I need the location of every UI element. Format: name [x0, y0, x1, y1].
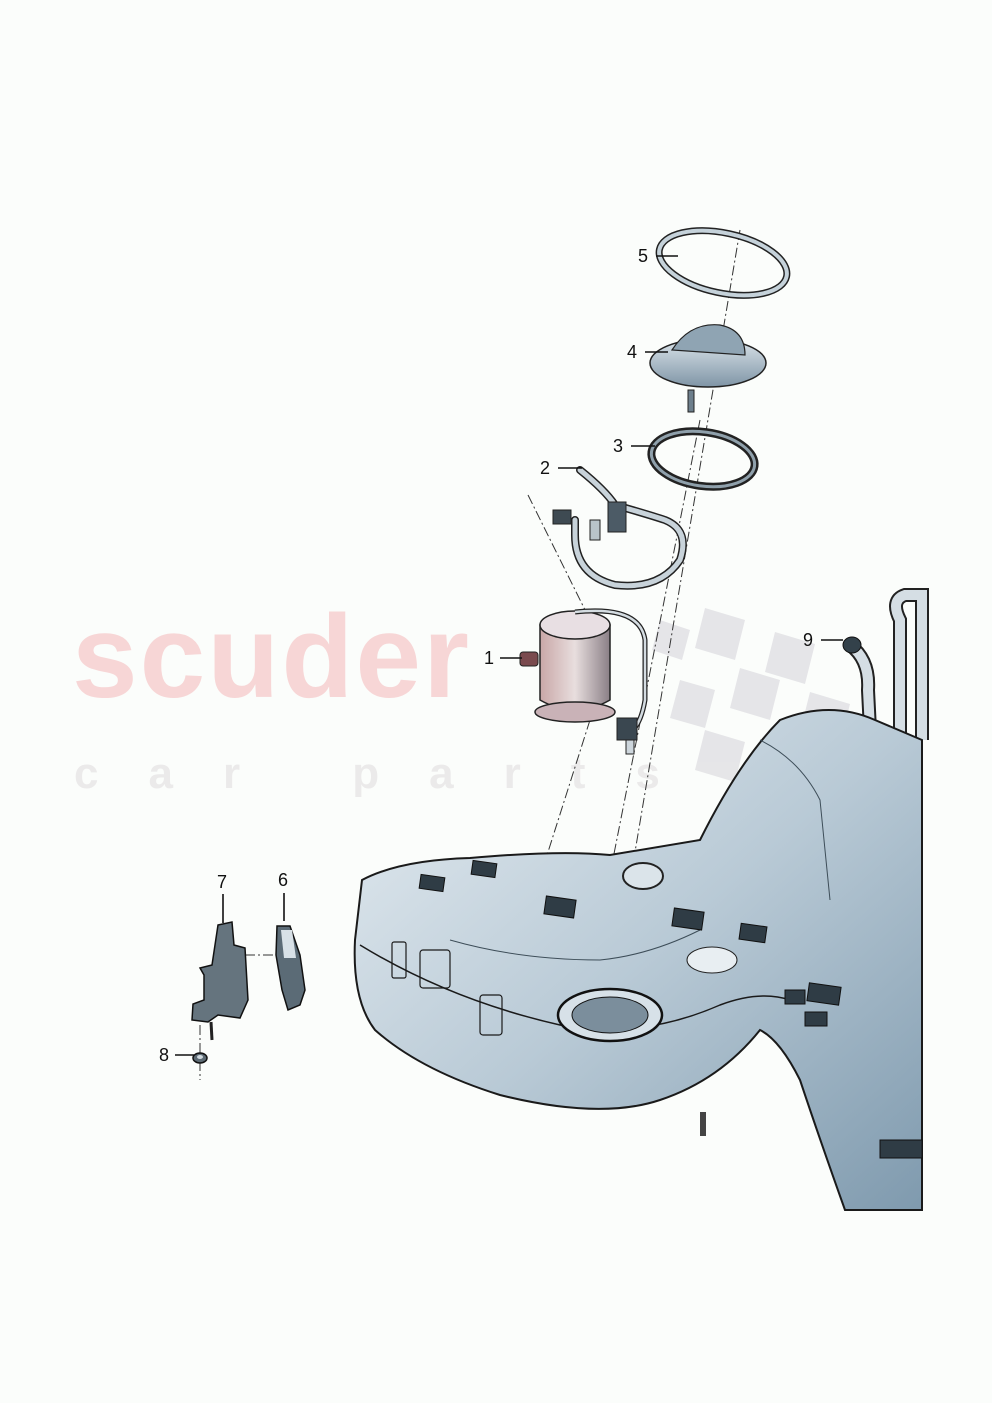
callout-1[interactable]: 1	[484, 648, 495, 668]
callout-4[interactable]: 4	[627, 342, 638, 362]
watermark-subtitle: car parts	[74, 749, 710, 798]
part-7-bracket	[191, 921, 249, 1041]
fuel-tank	[353, 709, 923, 1211]
callout-2[interactable]: 2	[540, 458, 551, 478]
callout-9[interactable]: 9	[803, 630, 814, 650]
drain-fitting	[700, 1112, 706, 1136]
watermark-logo-text: scuder	[72, 591, 471, 723]
part-6-control-unit	[275, 925, 306, 1012]
callout-3[interactable]: 3	[613, 436, 624, 456]
part-1-fuel-pump-module	[519, 608, 648, 755]
part-8-nut	[192, 1052, 208, 1064]
part-3-seal-ring	[647, 427, 759, 491]
part-5-locking-ring	[655, 227, 791, 299]
callout-6[interactable]: 6	[278, 870, 289, 890]
callout-8[interactable]: 8	[159, 1045, 170, 1065]
callout-5[interactable]: 5	[638, 246, 649, 266]
part-4-flange	[649, 324, 767, 413]
part-2-fuel-hose	[552, 466, 687, 590]
part-9-filler-neck	[842, 588, 929, 744]
callout-leader-lines	[175, 255, 843, 1056]
callout-7[interactable]: 7	[217, 872, 228, 892]
